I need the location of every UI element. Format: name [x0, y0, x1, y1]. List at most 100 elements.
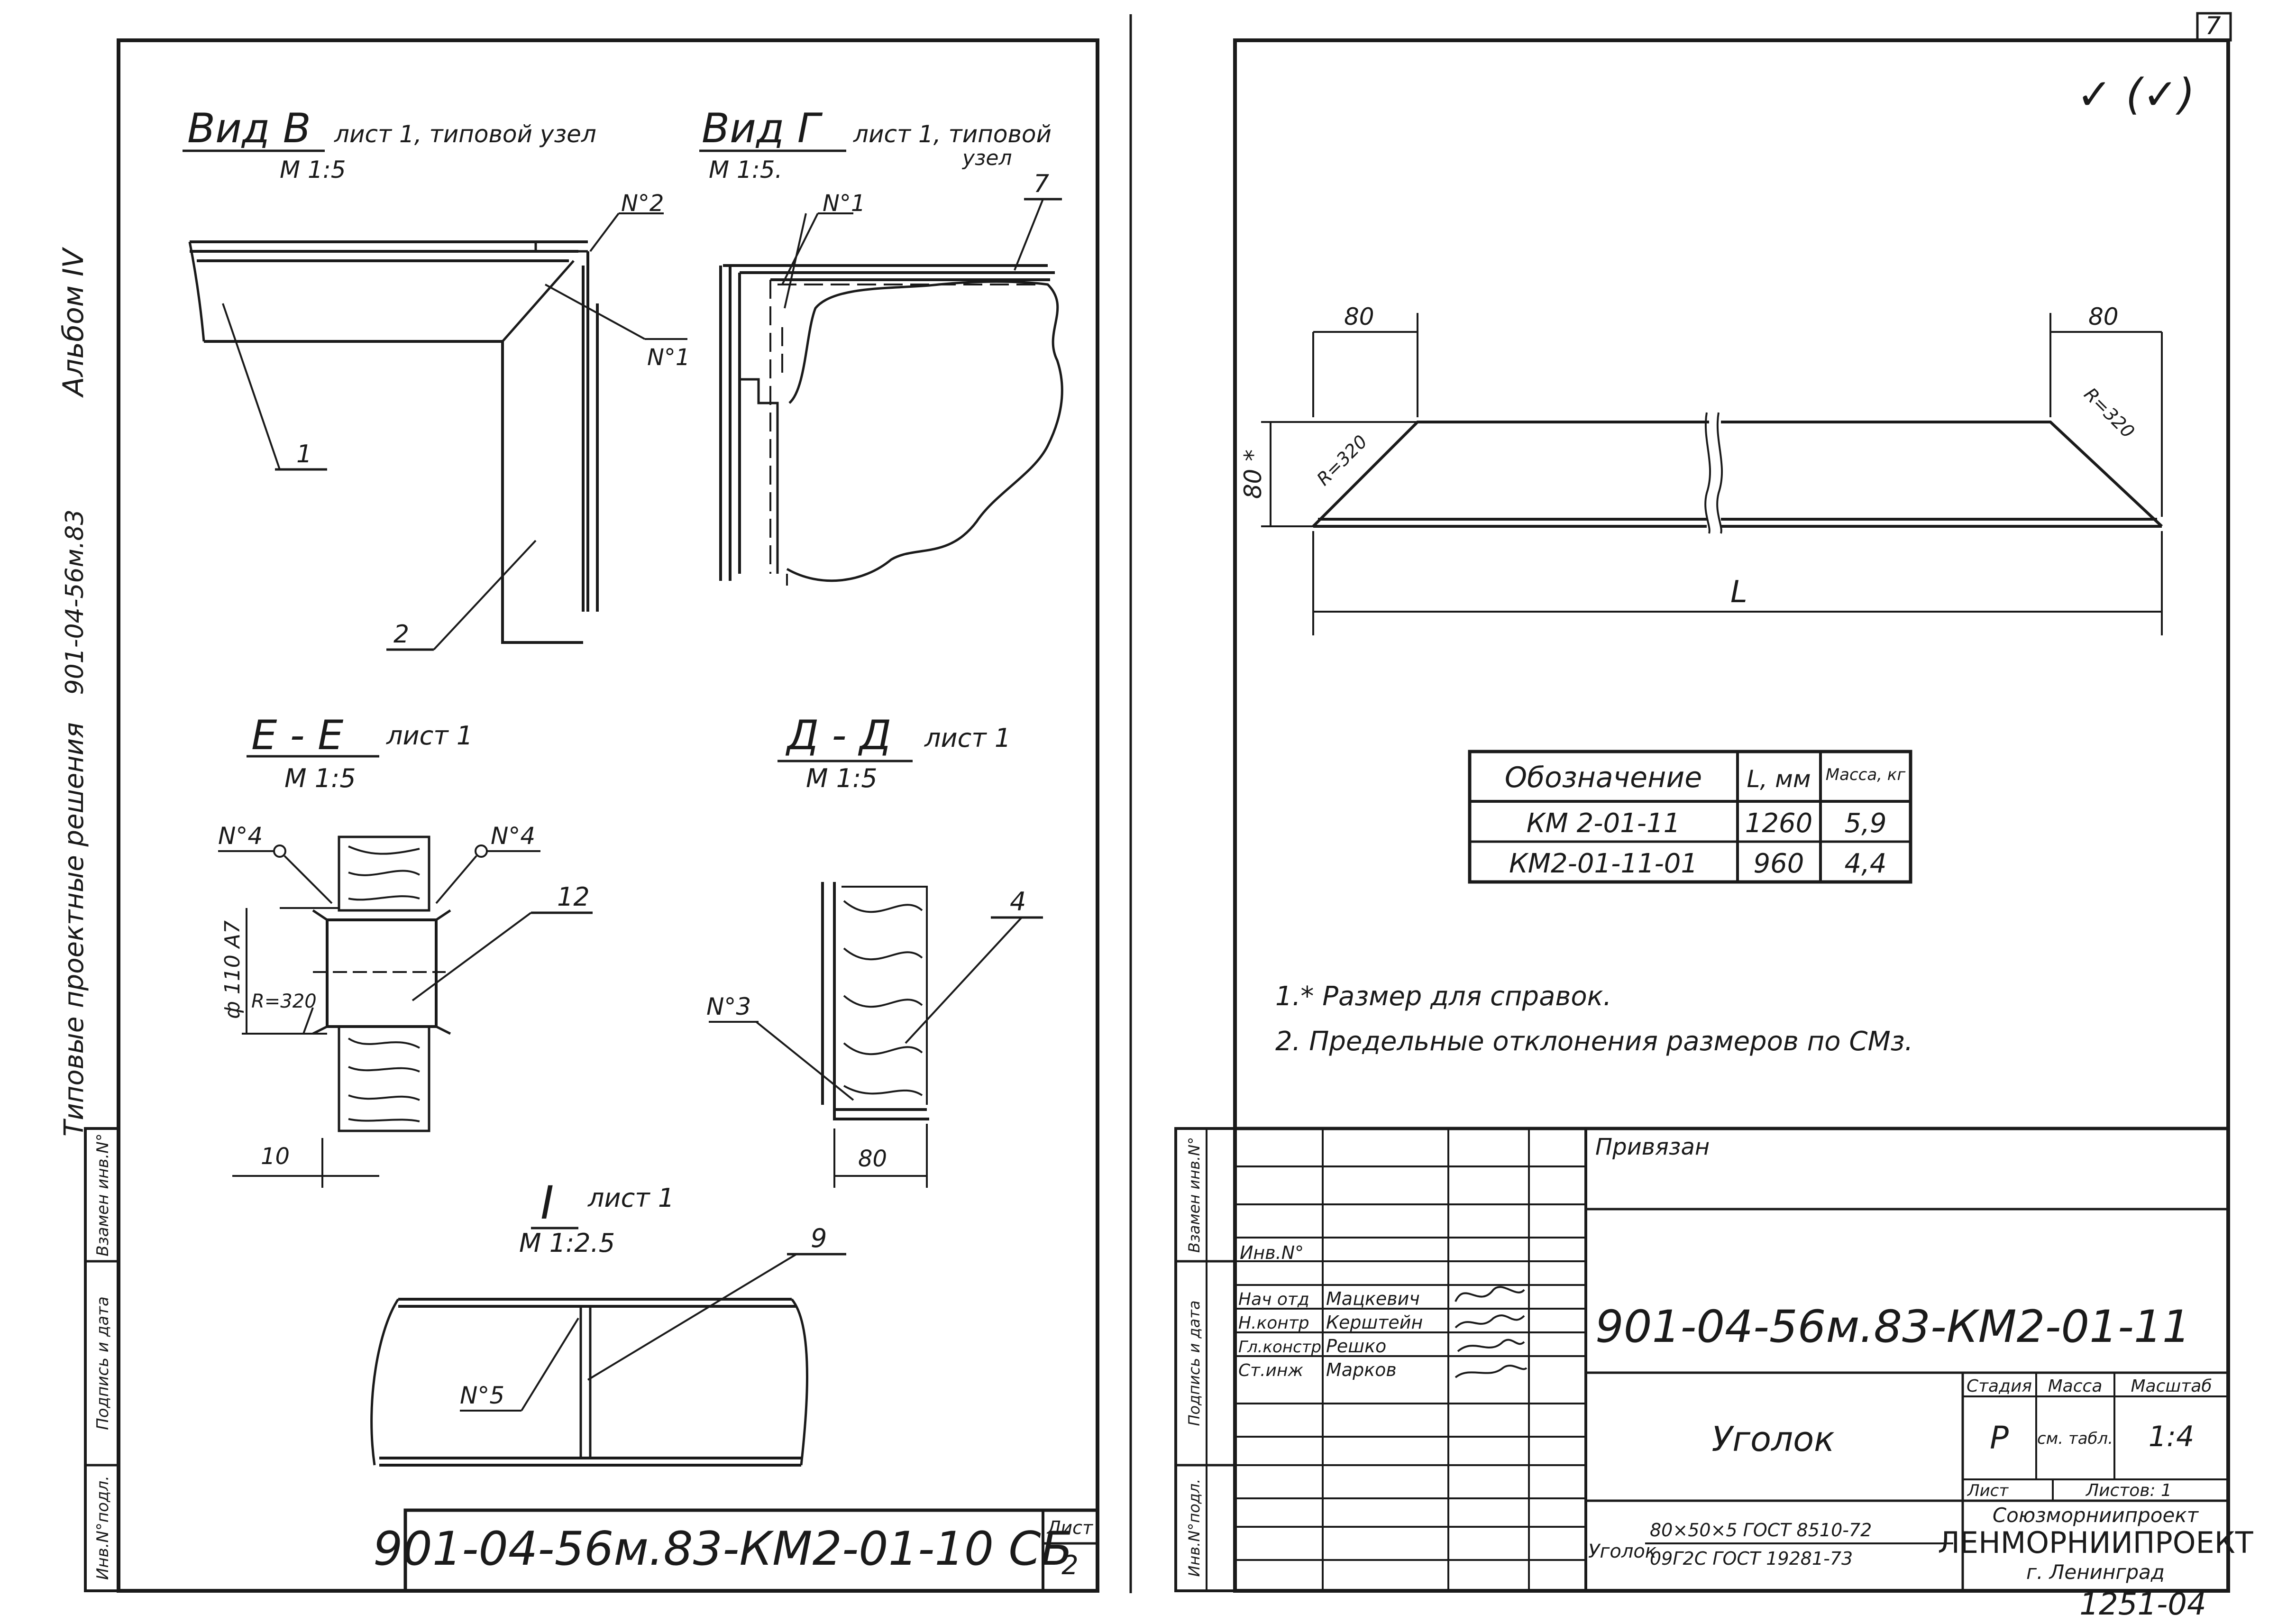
view-b-label-weld1: N°1 [647, 344, 690, 371]
detail-i: I лист 1 М 1:2.5 9 N°5 [370, 1176, 846, 1467]
spine-album: Альбом IV [57, 247, 90, 398]
table-header-designation: Обозначение [1505, 761, 1702, 794]
section-ee: Е - Е лист 1 М 1:5 ф 110 А7 R=320 N°4 N°… [218, 712, 593, 1188]
view-g-title: Вид Г [702, 105, 823, 152]
angle-drawing: L 80 80 80 * R=320 R=320 [1239, 303, 2163, 635]
tb-role-2: Н.контр [1238, 1313, 1309, 1333]
signature-4 [1454, 1365, 1528, 1378]
tb-role-3: Гл.констр [1238, 1338, 1321, 1357]
signature-1 [1454, 1286, 1525, 1302]
right-margin-inv-podl: Инв.N°подл. [1185, 1478, 1203, 1577]
tb-stage: Р [1990, 1420, 2009, 1456]
archive-number: 1251-04 [2079, 1587, 2206, 1622]
tb-role-1: Нач отд [1238, 1290, 1309, 1309]
tb-name-4: Марков [1326, 1359, 1397, 1380]
dim-left-80: 80 [1344, 303, 1374, 330]
left-stamp-sheet-label: Лист [1046, 1517, 1094, 1538]
view-g-scale: М 1:5. [709, 156, 782, 184]
tb-name-2: Керштейн [1326, 1312, 1423, 1333]
tb-sheets-label: Листов: 1 [2085, 1481, 2172, 1500]
section-dd-note: лист 1 [924, 723, 1011, 753]
left-margin-stamp [84, 1127, 120, 1592]
spine-series: 901-04-56м.83 [61, 509, 89, 695]
view-b-scale: М 1:5 [280, 156, 346, 184]
table-cell: 4,4 [1844, 848, 1886, 879]
tb-scale: 1:4 [2149, 1420, 2195, 1453]
right-sheet-frame [1233, 38, 2230, 1593]
margin-vzamen-inv: Взамен инв.N° [93, 1133, 112, 1256]
dim-right-80: 80 [2088, 303, 2119, 330]
note-1: 1.* Размер для справок. [1275, 981, 1611, 1012]
tb-name-3: Решко [1326, 1336, 1386, 1357]
detail-i-note: лист 1 [587, 1183, 674, 1213]
view-b-label-weld2: N°2 [621, 190, 664, 217]
section-ee-note: лист 1 [386, 721, 473, 751]
table-header-length: L, мм [1747, 765, 1811, 793]
signature-3 [1457, 1339, 1525, 1352]
table-cell: 1260 [1745, 808, 1813, 839]
signature-2 [1454, 1314, 1525, 1329]
view-g: Вид Г лист 1, типовой узел М 1:5. N°1 7 [699, 105, 1063, 586]
view-b-title: Вид В [187, 105, 311, 152]
detail-i-weld5: N°5 [460, 1382, 504, 1409]
section-ee-weld4-right: N°4 [491, 822, 535, 850]
tb-scale-label: Масштаб [2131, 1376, 2212, 1396]
checkmark: ✓ (✓) [2076, 70, 2195, 119]
tb-org1: Союзморниипроект [1993, 1504, 2199, 1527]
margin-signature-date: Подпись и дата [93, 1296, 112, 1430]
corner-number: 7 [2205, 12, 2221, 40]
view-b-note: лист 1, типовой узел [334, 120, 596, 148]
right-margin-signature-date: Подпись и дата [1185, 1300, 1203, 1426]
tb-mass: см. табл. [2037, 1429, 2113, 1448]
view-g-note2: узел [961, 146, 1012, 170]
tb-stage-label: Стадия [1967, 1376, 2032, 1396]
left-stamp-sheet-no: 2 [1061, 1550, 1079, 1581]
right-margin-vzamen-inv: Взамен инв.N° [1185, 1137, 1203, 1253]
radius-right: R=320 [2080, 384, 2139, 442]
table-header-mass: Масса, кг [1826, 765, 1906, 784]
tb-name-1: Мацкевич [1326, 1288, 1420, 1309]
tb-city: г. Ленинград [2026, 1560, 2165, 1584]
section-dd-title: Д - Д [785, 712, 891, 759]
section-ee-dim10: 10 [261, 1143, 290, 1170]
tb-code: 901-04-56м.83-КМ2-01-11 [1595, 1301, 2191, 1353]
view-b: Вид В лист 1, типовой узел М 1:5 N°2 N°1… [183, 105, 690, 651]
corner-number-box [2196, 12, 2232, 42]
section-ee-title: Е - Е [251, 712, 344, 759]
detail-i-pos9: 9 [811, 1223, 827, 1253]
section-dd: Д - Д лист 1 М 1:5 80 4 N°3 [706, 712, 1043, 1188]
view-b-label-pos1: 1 [296, 440, 312, 468]
view-g-label-pos7: 7 [1034, 170, 1049, 198]
tb-material-line1: 80×50×5 ГОСТ 8510-72 [1650, 1520, 1872, 1541]
tb-org2: ЛЕНМОРНИИПРОЕКТ [1938, 1525, 2253, 1560]
right-margin-stamp [1174, 1127, 1236, 1592]
section-ee-diameter: ф 110 А7 [220, 920, 245, 1019]
section-dd-weld3: N°3 [706, 993, 751, 1020]
table-cell: КМ 2-01-11 [1527, 808, 1680, 839]
left-stamp [403, 1508, 1099, 1593]
table-cell: КМ2-01-11-01 [1509, 848, 1698, 879]
view-g-label-weld1: N°1 [823, 190, 865, 217]
tb-inv-label: Инв.N° [1240, 1242, 1304, 1263]
mark-table: Обозначение L, мм Масса, кг КМ 2-01-11 1… [1468, 750, 1912, 884]
section-ee-radius: R=320 [251, 991, 317, 1012]
section-ee-pos12: 12 [557, 882, 590, 912]
tb-list-label: Лист [1967, 1481, 2009, 1500]
dim-height-80: 80 * [1239, 450, 1267, 499]
tb-material-line2: 09Г2С ГОСТ 19281-73 [1650, 1548, 1853, 1569]
margin-inv-podl: Инв.N°подл. [93, 1476, 112, 1580]
section-dd-scale: М 1:5 [806, 763, 878, 793]
view-g-note: лист 1, типовой [853, 120, 1052, 148]
left-stamp-code: 901-04-56м.83-КМ2-01-10 СБ [373, 1522, 1073, 1576]
title-block: Инв.N° Нач отд Мацкевич Н.контр Керштейн… [1233, 1127, 2254, 1593]
section-ee-weld4-left: N°4 [218, 822, 263, 850]
table-cell: 960 [1754, 848, 1804, 879]
view-b-label-pos2: 2 [393, 620, 409, 649]
detail-i-scale: М 1:2.5 [519, 1228, 615, 1258]
table-cell: 5,9 [1844, 808, 1886, 839]
note-2: 2. Предельные отклонения размеров по СМз… [1275, 1026, 1913, 1057]
spine-title: Типовые проектные решения [59, 722, 90, 1137]
dim-length: L [1730, 575, 1747, 610]
radius-left: R=320 [1313, 431, 1372, 490]
